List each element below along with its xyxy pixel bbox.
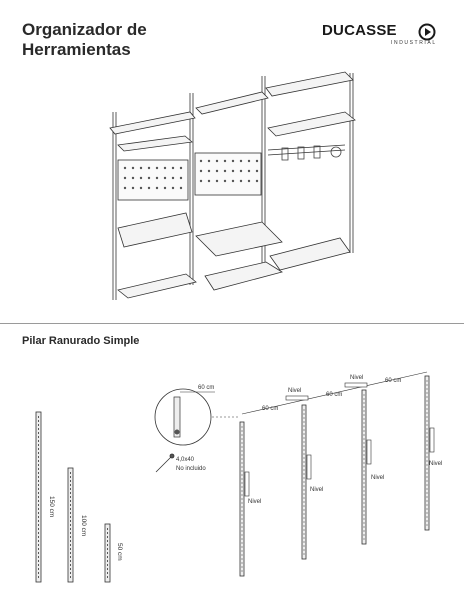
tray-bottom-1	[117, 273, 197, 299]
level-1-label: Nivel	[248, 499, 261, 505]
hanging-bar	[267, 144, 346, 151]
tool-1	[281, 147, 289, 161]
tray-bottom-2	[204, 261, 283, 291]
height-50-label: 50 cm	[116, 543, 123, 561]
rail-100	[67, 467, 74, 583]
screw-note-label: No incluido	[176, 466, 206, 472]
shelf-low-3	[269, 237, 351, 271]
detail-spacing-label: 60 cm	[198, 385, 214, 391]
level-2-icon	[306, 454, 312, 480]
shelf-low-1	[117, 212, 193, 248]
rail-50	[104, 523, 111, 583]
shelf-low-2	[195, 221, 283, 257]
title-line-1: Organizador de	[22, 20, 147, 39]
pegboard-left	[117, 159, 189, 201]
shelf-top-2	[195, 91, 269, 115]
screw-icon	[155, 453, 175, 473]
pegboard-mid	[194, 152, 262, 196]
rail-150	[35, 411, 42, 583]
spacing-dimension-line	[241, 371, 428, 415]
section-divider	[0, 323, 464, 324]
brand-subtitle: INDUSTRIAL	[391, 40, 437, 46]
tool-roll	[330, 146, 342, 158]
height-150-label: 150 cm	[48, 496, 55, 517]
detail-circle	[154, 388, 212, 446]
tool-2	[297, 146, 305, 160]
spacing-label-1: 60 cm	[262, 406, 278, 412]
brand-logo: DUCASSE INDUSTRIAL	[322, 22, 442, 50]
shelving-illustration	[109, 71, 356, 300]
page-title: Organizador de Herramientas	[22, 20, 192, 60]
shelf-top-1	[109, 111, 196, 135]
shelf-top-3	[265, 71, 354, 97]
shelf-right-2	[267, 111, 356, 137]
level-top-1-icon	[285, 395, 309, 401]
detail-screw-head	[174, 429, 180, 435]
height-100-label: 100 cm	[80, 515, 87, 536]
level-2-label: Nivel	[310, 487, 323, 493]
shelf-left-2	[117, 135, 193, 152]
screw-size-label: 4,0x40	[176, 457, 195, 463]
spacing-label-3: 60 cm	[385, 378, 401, 384]
brand-name: DUCASSE	[322, 22, 397, 39]
level-top-2-icon	[344, 382, 368, 388]
title-line-2: Herramientas	[22, 40, 131, 59]
level-4-icon	[429, 427, 435, 453]
detail-rail	[173, 396, 181, 438]
level-1-icon	[244, 471, 250, 497]
section-title: Pilar Ranurado Simple	[22, 335, 140, 347]
level-3-label: Nivel	[371, 475, 384, 481]
tool-3	[313, 145, 321, 159]
level-3-icon	[366, 439, 372, 465]
level-4-label: Nivel	[429, 461, 442, 467]
brand-play-icon	[418, 23, 436, 41]
level-top-2-label: Nivel	[350, 375, 363, 381]
spacing-label-2: 60 cm	[326, 392, 342, 398]
level-top-1-label: Nivel	[288, 388, 301, 394]
